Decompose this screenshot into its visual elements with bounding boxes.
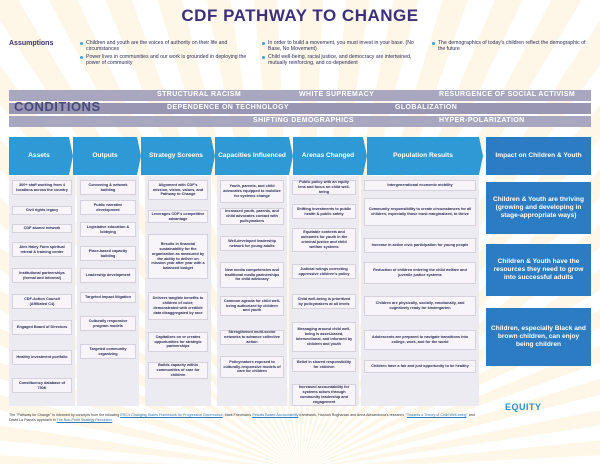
sunburst-ray	[0, 394, 277, 464]
pathway-header-row: Assets Outputs Strategy Screens Capaciti…	[9, 137, 591, 175]
impact-item: Children, especially Black and brown chi…	[486, 308, 591, 366]
impact-item: Children & Youth are thriving (growing a…	[486, 182, 591, 234]
capacities-item: Common agenda for child well-being autho…	[220, 296, 284, 316]
impact-item: Children & Youth have the resources they…	[486, 244, 591, 296]
population-item: Children have a fair and just opportunit…	[364, 360, 476, 373]
assets-item: Institutional partnerships (formal and i…	[12, 268, 72, 283]
sunburst-ray	[360, 440, 600, 464]
condition-technology: DEPENDENCE ON TECHNOLOGY	[167, 104, 289, 111]
strategy-item: Leverages CDF's competitive advantage	[148, 210, 208, 223]
outputs-item: Place-based capacity building	[80, 246, 136, 261]
population-item: Reduction of children entering the child…	[364, 262, 476, 284]
assumption-item: Power lives in communities and our work …	[80, 54, 252, 67]
outputs-item: Targeted community organizing	[80, 344, 136, 359]
assets-item: CDF alumni network	[12, 224, 72, 233]
conditions-label: CONDITIONS	[14, 99, 101, 114]
header-population: Population Results	[367, 137, 483, 175]
population-item: Children are physically, socially, emoti…	[364, 296, 476, 316]
outputs-item: Targeted impact litigation	[80, 292, 136, 303]
arenas-item: Increased accountability for systems act…	[292, 384, 356, 406]
condition-polarization: HYPER-POLARIZATION	[439, 117, 525, 124]
assets-item: Healthy investment portfolio	[12, 350, 72, 365]
assets-item: 300+ staff working from 4 locations acro…	[12, 180, 72, 195]
assets-item: Civil rights legacy	[12, 206, 72, 215]
conditions-band-3: SHIFTING DEMOGRAPHICS HYPER-POLARIZATION	[9, 116, 591, 127]
outputs-item: Convening & network building	[80, 180, 136, 195]
capacities-item: Strengthened multi-sector networks to ad…	[220, 330, 284, 345]
link-child-wellbeing[interactable]: Towards a Theory of Child Well-being	[406, 413, 467, 417]
sunburst-ray	[0, 425, 260, 464]
condition-social-activism: RESURGENCE OF SOCIAL ACTIVISM	[439, 91, 576, 98]
capacities-item: New media competencies and traditional m…	[220, 262, 284, 288]
strategy-item: Results in financial sustainability for …	[148, 234, 208, 279]
header-strategy-screens: Strategy Screens	[141, 137, 215, 175]
condition-structural-racism: STRUCTURAL RACISM	[157, 91, 242, 98]
arenas-item: Equitable contexts and outcomes for yout…	[292, 228, 356, 252]
condition-globalization: GLOBALIZATION	[395, 104, 458, 111]
arenas-item: Messaging around child well-being is ass…	[292, 322, 356, 352]
assumption-item: Children and youth are the voices of aut…	[80, 40, 252, 53]
header-arenas: Arenas Changed	[293, 137, 367, 175]
population-item: Increase in active civic participation f…	[364, 238, 476, 253]
arenas-item: Public policy with an equity lens and fo…	[292, 180, 356, 195]
header-capacities: Capacities Influenced	[215, 137, 293, 175]
capacities-item: Youth, parents, and child advocates equi…	[220, 180, 284, 203]
conditions-band-1: STRUCTURAL RACISM WHITE SUPREMACY RESURG…	[9, 90, 591, 101]
assumptions-label: Assumptions	[9, 40, 54, 47]
outputs-item: Leadership development	[80, 268, 136, 283]
page-title: CDF PATHWAY TO CHANGE	[181, 6, 419, 25]
assets-item: Constituency database of 750K	[12, 378, 72, 393]
strategy-item: Capitalizes on or creates opportunities …	[148, 332, 208, 352]
assets-item: CDF-Action Council (Affiliated C4)	[12, 294, 72, 309]
header-impact: Impact on Children & Youth	[486, 137, 591, 175]
link-strategy-revolution[interactable]: The Non-Profit Strategy Revolution	[56, 418, 113, 423]
condition-white-supremacy: WHITE SUPREMACY	[299, 91, 375, 98]
outputs-item: Culturally responsive program models	[80, 316, 136, 331]
population-item: Intergenerational economic mobility	[364, 180, 476, 191]
outputs-item: Legislative education & lobbying	[80, 222, 136, 237]
capacities-item: Policymakers exposed to culturally-respo…	[220, 356, 284, 378]
sunburst-ray	[0, 328, 288, 464]
population-item: Community responsibility to create circu…	[364, 198, 476, 226]
outputs-item: Public narrative development	[80, 200, 136, 215]
sunburst-ray	[0, 455, 178, 464]
capacities-item: Increased youth, parents, and child advo…	[220, 208, 284, 225]
equity-label: EQUITY	[505, 402, 542, 412]
arenas-item: Judicial rulings correcting oppressive c…	[292, 264, 356, 279]
population-item: Adolescents are prepared to navigate tra…	[364, 330, 476, 350]
assets-item: Alex Haley Farm spiritual retreat & trai…	[12, 242, 72, 257]
link-erc[interactable]: ERC's Changing States Framework for Prog…	[120, 413, 223, 417]
strategy-item: Alignment with CDF's mission, vision, va…	[148, 180, 208, 200]
assumption-item: Child well-being, racial justice, and de…	[262, 54, 422, 67]
assumption-item: The demographics of today's children ref…	[432, 40, 590, 53]
link-rba[interactable]: Results Based Accountability	[252, 413, 299, 417]
header-outputs: Outputs	[73, 137, 141, 175]
strategy-item: Delivers tangible benefits to children o…	[148, 292, 208, 320]
strategy-item: Builds capacity within communities of ca…	[148, 362, 208, 379]
assumptions-column-1: Children and youth are the voices of aut…	[80, 40, 252, 68]
header-assets: Assets	[9, 137, 73, 175]
arenas-item: Child well-being is prioritized by polic…	[292, 294, 356, 309]
conditions-band-2: DEPENDENCE ON TECHNOLOGY GLOBALIZATION	[9, 103, 591, 114]
assumption-item: In order to build a movement, you must i…	[262, 40, 422, 53]
sunburst-ray	[330, 410, 600, 464]
arenas-item: Shifting investments to public health & …	[292, 204, 356, 219]
assumptions-column-2: In order to build a movement, you must i…	[262, 40, 422, 68]
assumptions-column-3: The demographics of today's children ref…	[432, 40, 590, 54]
arenas-item: Belief in shared responsibility for chil…	[292, 358, 356, 372]
condition-demographics: SHIFTING DEMOGRAPHICS	[253, 117, 354, 124]
capacities-item: Well-developed leadership network for yo…	[220, 236, 284, 251]
assets-item: Engaged Board of Directors	[12, 320, 72, 335]
footnote: The "Pathway for Change" is informed by …	[9, 413, 475, 423]
